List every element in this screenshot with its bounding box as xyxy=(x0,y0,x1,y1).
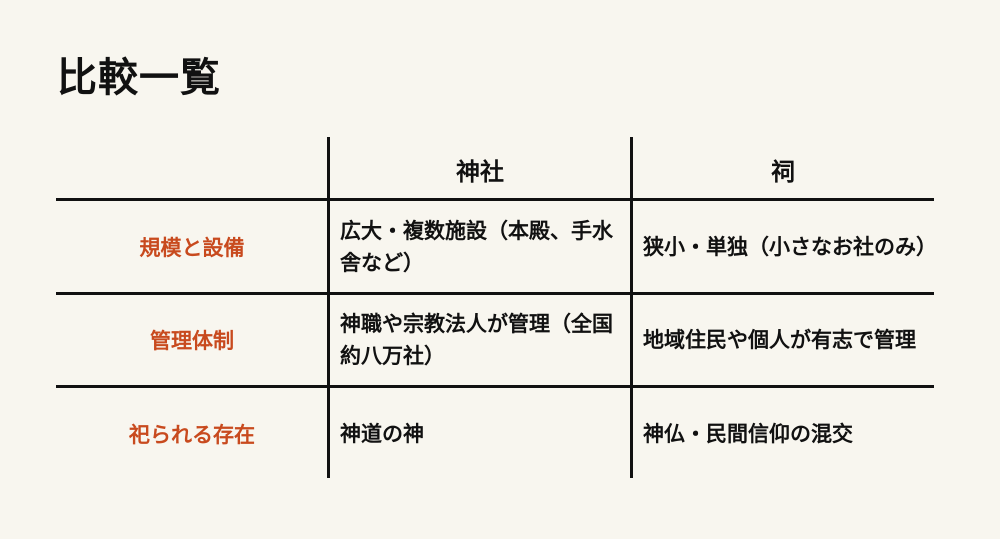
cell-hokora-enshrined: 神仏・民間信仰の混交 xyxy=(643,422,853,446)
column-header-shrine: 神社 xyxy=(456,157,504,186)
column-divider xyxy=(630,137,633,478)
cell-shrine-enshrined: 神道の神 xyxy=(340,422,424,446)
cell-hokora-management: 地域住民や個人が有志で管理 xyxy=(643,328,916,352)
column-divider xyxy=(327,137,330,478)
row-label-management: 管理体制 xyxy=(150,329,234,353)
header-rule xyxy=(56,198,934,201)
column-header-hokora: 祠 xyxy=(771,157,795,186)
page-title: 比較一覧 xyxy=(57,54,221,101)
cell-hokora-scale: 狭小・単独（小さなお社のみ） xyxy=(643,234,937,259)
cell-shrine-management: 神職や宗教法人が管理（全国約八万社） xyxy=(340,312,613,368)
cell-shrine-scale: 広大・複数施設（本殿、手水舎など） xyxy=(340,218,613,275)
row-divider xyxy=(56,385,934,388)
row-label-enshrined: 祀られる存在 xyxy=(129,423,255,447)
row-divider xyxy=(56,292,934,295)
row-label-scale: 規模と設備 xyxy=(139,235,245,260)
